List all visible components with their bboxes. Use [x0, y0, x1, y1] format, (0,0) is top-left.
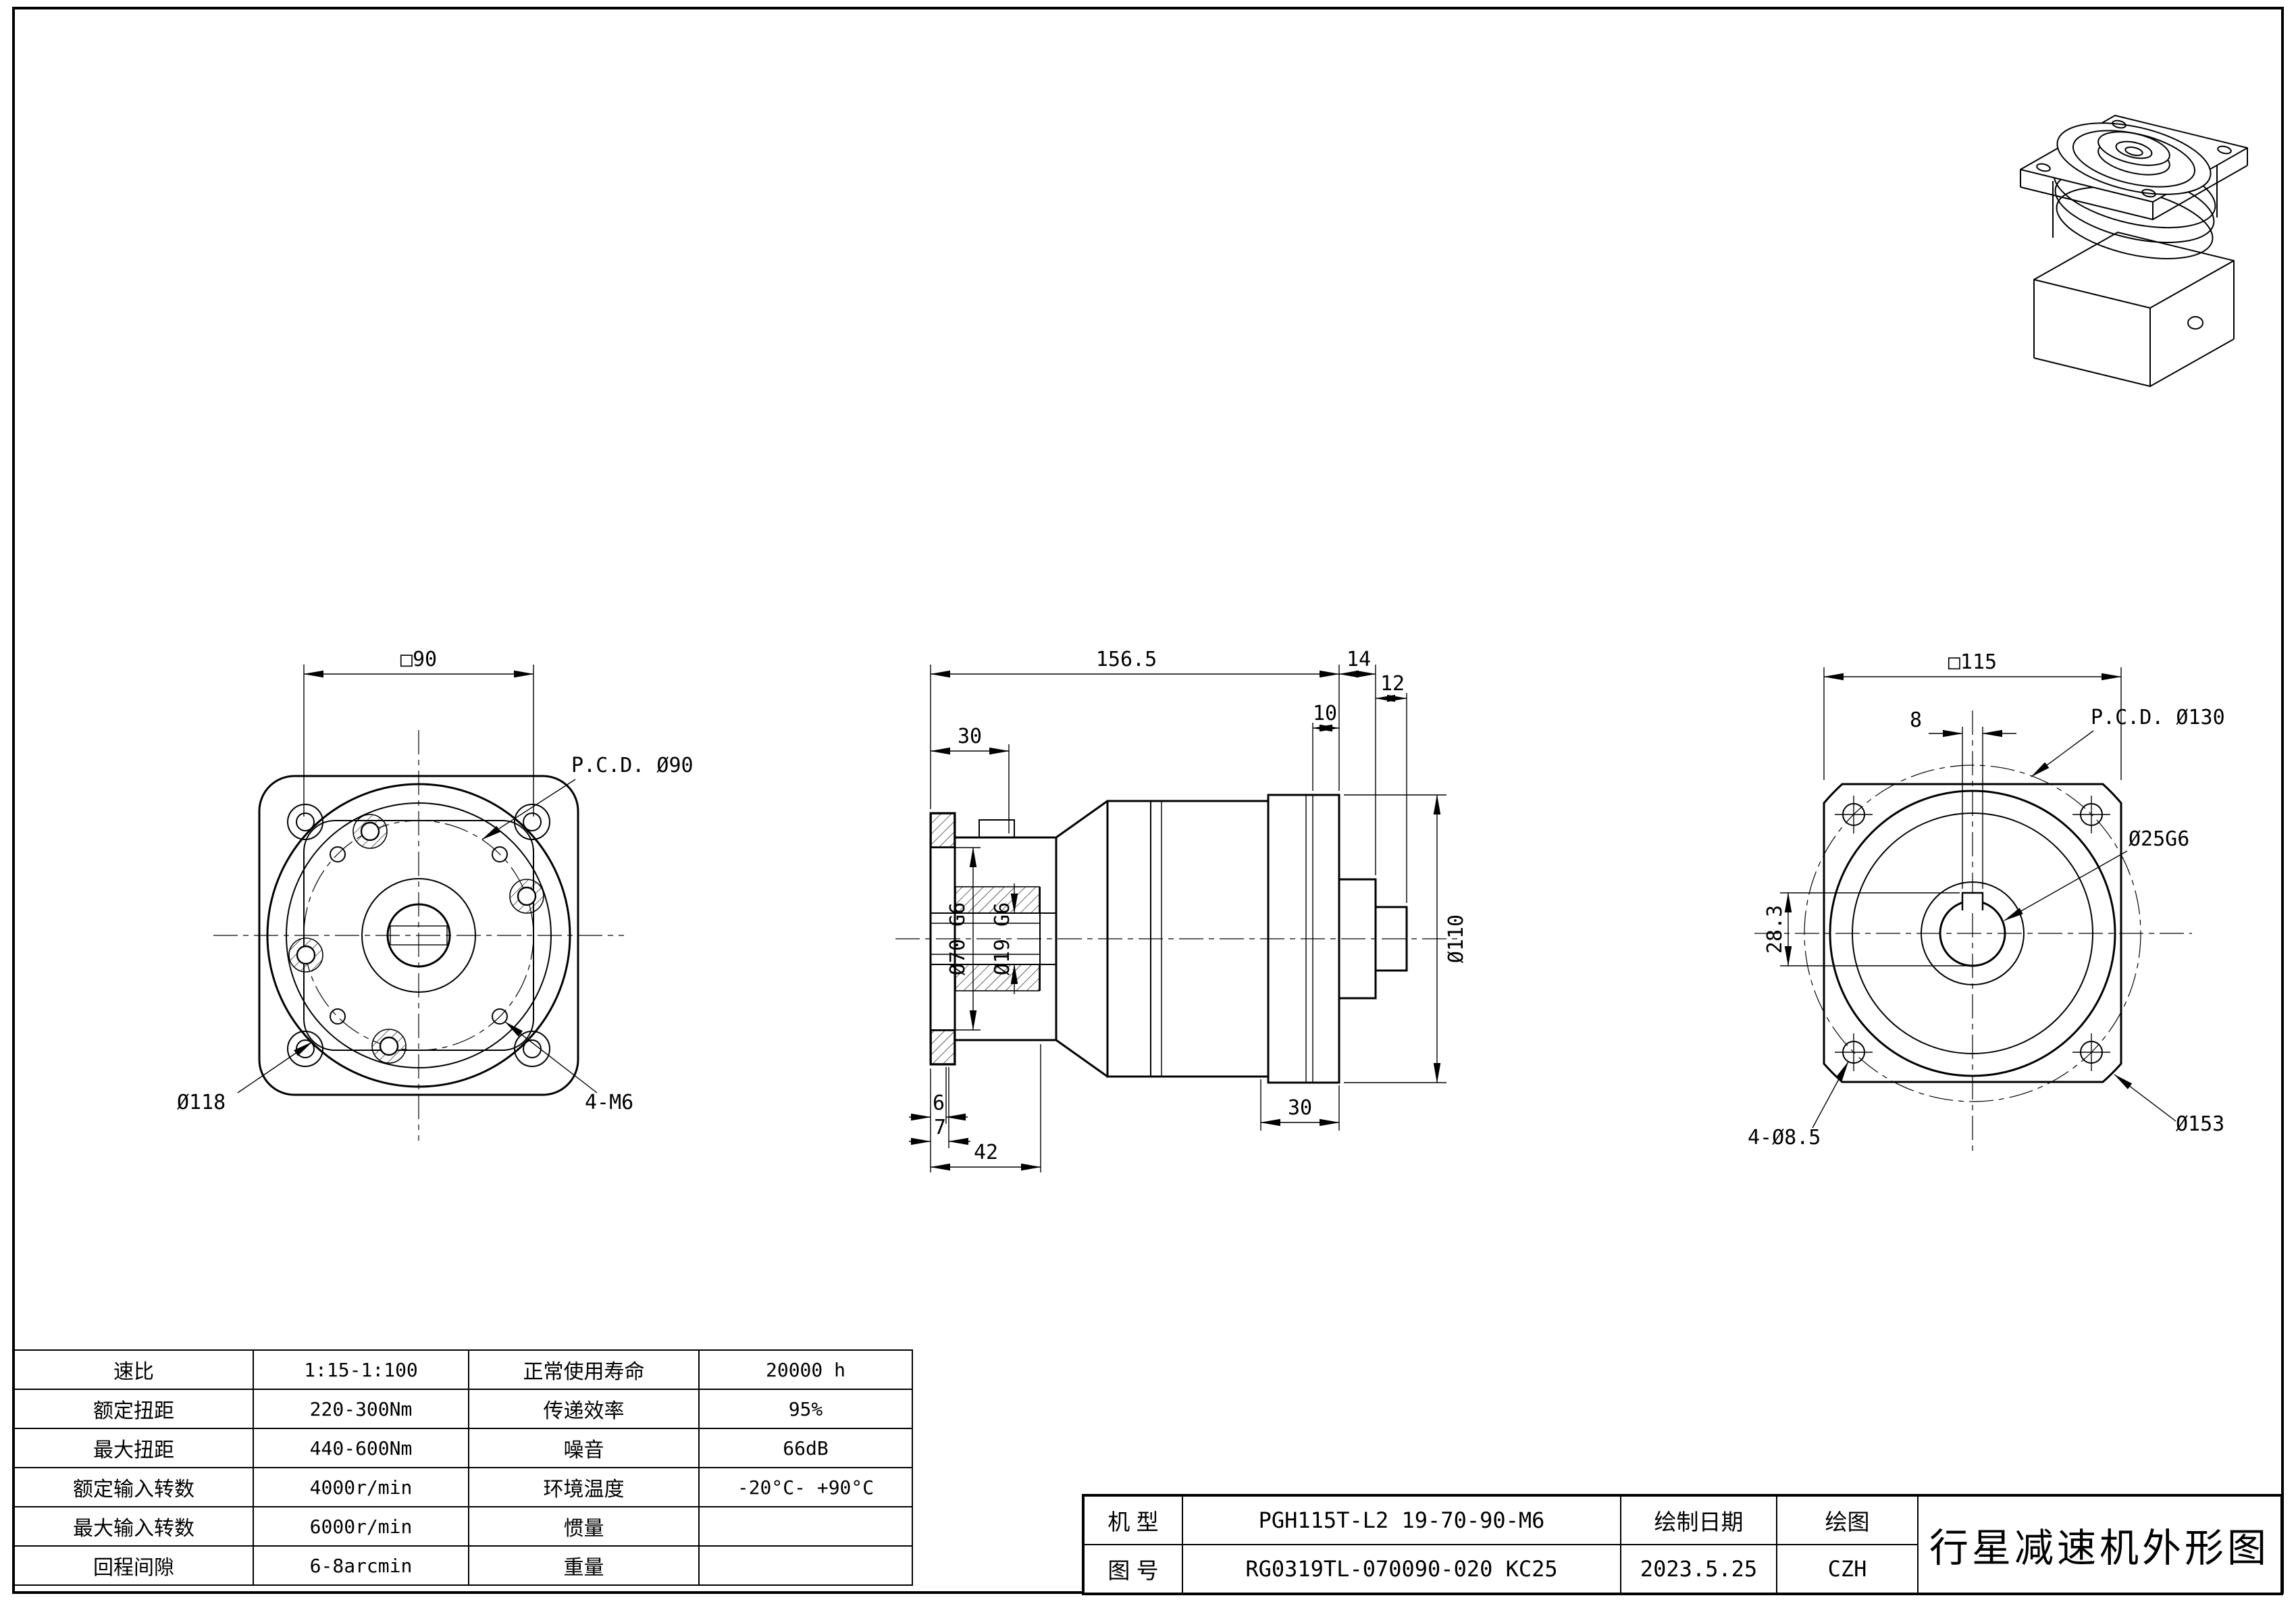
spec-value-efficiency: 95%	[698, 1389, 913, 1429]
dim-side-overall: 156.5	[1096, 648, 1157, 671]
spec-label-inertia: 惯量	[468, 1506, 700, 1547]
dim-front-screws: 4-M6	[585, 1091, 633, 1114]
date-value: 2023.5.25	[1620, 1544, 1777, 1595]
spec-label-weight: 重量	[468, 1545, 700, 1586]
dim-side-pilot-dia: Ø70 G6	[946, 902, 970, 975]
flange-screws	[288, 814, 544, 1064]
spec-value-noise: 66dB	[698, 1428, 913, 1468]
spec-label-temperature: 环境温度	[468, 1467, 700, 1507]
date-label: 绘制日期	[1620, 1495, 1777, 1545]
dim-side-12: 12	[1380, 672, 1405, 696]
spec-label-noise: 噪音	[468, 1428, 700, 1468]
spec-label-ratio: 速比	[14, 1349, 254, 1390]
front-view: □90 P.C.D. Ø90 Ø118 4-M6	[177, 648, 694, 1141]
dim-side-10: 10	[1313, 702, 1337, 725]
spec-row: 速比 1:15-1:100 正常使用寿命 20000 h	[14, 1349, 913, 1390]
spec-label-life: 正常使用寿命	[468, 1349, 700, 1390]
dim-side-14: 14	[1347, 648, 1371, 671]
spec-label-rated-speed: 额定输入转数	[14, 1467, 254, 1507]
dim-back-outer-dia: Ø153	[2176, 1112, 2224, 1136]
corner-holes	[1835, 796, 2110, 1071]
dim-side-30-input: 30	[958, 725, 982, 748]
side-view: 156.5 14 12 10 30 Ø70 G6 Ø19 G6 6 7 42	[895, 648, 1468, 1172]
spec-value-backlash: 6-8arcmin	[253, 1545, 469, 1586]
spec-value-rated-speed: 4000r/min	[253, 1467, 469, 1507]
drawing-no-label: 图 号	[1082, 1544, 1183, 1595]
dim-side-7: 7	[934, 1116, 946, 1139]
dim-side-6: 6	[933, 1091, 945, 1115]
spec-label-max-speed: 最大输入转数	[14, 1506, 254, 1547]
spec-value-weight	[698, 1545, 913, 1586]
spec-label-efficiency: 传递效率	[468, 1389, 700, 1429]
drafter-value: CZH	[1776, 1544, 1919, 1595]
dim-side-body-dia: Ø110	[1444, 914, 1468, 963]
spec-label-backlash: 回程间隙	[14, 1545, 254, 1586]
spec-value-rated-torque: 220-300Nm	[253, 1389, 469, 1429]
spec-row: 回程间隙 6-8arcmin 重量	[14, 1545, 913, 1586]
dim-side-30-output: 30	[1288, 1096, 1312, 1120]
dim-back-square: □115	[1948, 650, 1997, 674]
spec-value-max-speed: 6000r/min	[253, 1506, 469, 1547]
spec-row: 额定输入转数 4000r/min 环境温度 -20°C- +90°C	[14, 1467, 913, 1507]
dim-back-corner-holes: 4-Ø8.5	[1748, 1126, 1821, 1149]
iso-view	[2020, 115, 2248, 387]
spec-row: 最大扭距 440-600Nm 噪音 66dB	[14, 1428, 913, 1468]
spec-value-life: 20000 h	[698, 1349, 913, 1390]
spec-row: 最大输入转数 6000r/min 惯量	[14, 1506, 913, 1547]
dim-side-input-bore: Ø19 G6	[991, 902, 1014, 975]
dim-front-outer-dia: Ø118	[177, 1091, 226, 1114]
spec-label-max-torque: 最大扭距	[14, 1428, 254, 1468]
model-value: PGH115T-L2 19-70-90-M6	[1182, 1495, 1621, 1545]
spec-label-rated-torque: 额定扭距	[14, 1389, 254, 1429]
dim-front-square: □90	[400, 648, 437, 671]
m6-holes	[330, 846, 508, 1025]
model-label: 机 型	[1082, 1495, 1183, 1545]
dim-back-pcd: P.C.D. Ø130	[2091, 706, 2225, 729]
spec-value-max-torque: 440-600Nm	[253, 1428, 469, 1468]
spec-value-ratio: 1:15-1:100	[253, 1349, 469, 1390]
dim-back-key-height: 28.3	[1763, 905, 1787, 954]
spec-value-temperature: -20°C- +90°C	[698, 1467, 913, 1507]
spec-table: 速比 1:15-1:100 正常使用寿命 20000 h 额定扭距 220-30…	[14, 1349, 913, 1586]
drawing-no-value: RG0319TL-070090-020 KC25	[1182, 1544, 1621, 1595]
dim-back-key-width: 8	[1910, 708, 1922, 732]
back-view: □115 8 P.C.D. Ø130 Ø25G6 28.3 4-Ø8.5 Ø15…	[1748, 650, 2225, 1156]
drafter-label: 绘图	[1776, 1495, 1919, 1545]
spec-row: 额定扭距 220-300Nm 传递效率 95%	[14, 1389, 913, 1429]
dim-back-bore: Ø25G6	[2129, 827, 2189, 851]
title-block: 机 型 PGH115T-L2 19-70-90-M6 绘制日期 绘图 行星减速机…	[1082, 1494, 2283, 1595]
dim-side-42: 42	[974, 1141, 998, 1164]
spec-value-inertia	[698, 1506, 913, 1547]
sheet-title: 行星减速机外形图	[1917, 1495, 2282, 1595]
dim-front-pcd: P.C.D. Ø90	[571, 754, 694, 777]
